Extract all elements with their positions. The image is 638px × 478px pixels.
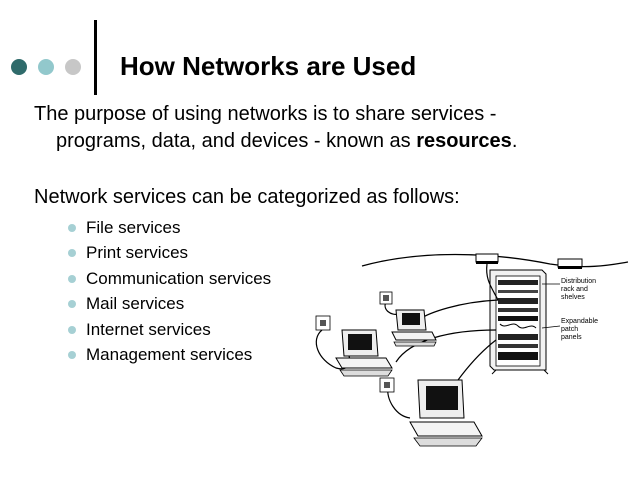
hub-device [475, 253, 499, 263]
computer-icon [335, 329, 393, 377]
list-item-label: Management services [86, 344, 253, 364]
distribution-label-line-2: rack and [561, 286, 588, 293]
wall-jack-top-port [383, 295, 389, 301]
wall-jack-left-port [320, 320, 326, 326]
hub-device-right-base [558, 266, 582, 269]
intro-line-2-prefix: programs, data, and devices - known as [56, 130, 417, 152]
decorative-dot-teal [38, 59, 54, 75]
computer-icon [391, 309, 437, 347]
bullet-icon [68, 300, 76, 309]
intro-paragraph: The purpose of using networks is to shar… [34, 101, 517, 155]
services-list: File services Print services Communicati… [68, 215, 271, 367]
bullet-icon [68, 249, 76, 258]
patch-panel-label-line-2: patch [561, 326, 579, 333]
list-item: Management services [68, 342, 271, 367]
distribution-label-line-1: Distribution [561, 278, 597, 285]
bullet-icon [68, 325, 76, 334]
list-item: Print services [68, 240, 271, 265]
intro-line-2: programs, data, and devices - known as r… [34, 128, 517, 155]
resources-keyword: resources [416, 130, 512, 152]
list-item: Mail services [68, 291, 271, 316]
hub-device-right [557, 258, 583, 268]
distribution-label-line-3: shelves [561, 294, 585, 301]
hub-device-base [476, 261, 498, 264]
bullet-icon [68, 224, 76, 232]
intro-line-1: The purpose of using networks is to shar… [34, 103, 497, 125]
list-item: Communication services [68, 266, 271, 291]
list-item-label: Mail services [86, 294, 185, 314]
bullet-icon [68, 274, 76, 283]
distribution-label: Distribution rack and shelves [561, 278, 596, 302]
server-rack-icon [489, 269, 561, 375]
list-item: Internet services [68, 317, 271, 342]
cable-to-computer-1 [417, 299, 499, 321]
decorative-dot-dark [11, 59, 27, 75]
title-divider-line [94, 20, 97, 95]
list-item: File services [68, 215, 271, 240]
network-drawing [315, 253, 629, 447]
network-diagram-illustration: Distribution rack and shelves Expandable… [300, 240, 630, 465]
patch-panel-label: Expandable patch panels [561, 318, 598, 342]
slide-title: How Networks are Used [120, 51, 417, 81]
list-item-label: Print services [86, 243, 189, 263]
patch-panel-label-line-3: panels [561, 334, 582, 341]
bullet-icon [68, 350, 76, 359]
list-item-label: Internet services [86, 319, 211, 339]
intro-line-2-suffix: . [511, 130, 518, 152]
decorative-dot-gray [65, 59, 81, 75]
backbone-cable [361, 253, 629, 268]
computer-icon [409, 379, 483, 447]
categories-intro: Network services can be categorized as f… [34, 186, 460, 208]
rack-cable [486, 263, 499, 301]
list-item-label: Communication services [86, 268, 272, 288]
list-item-label: File services [86, 218, 181, 237]
patch-panel-label-line-1: Expandable [561, 318, 598, 325]
wall-jack-bottom-port [384, 382, 390, 388]
